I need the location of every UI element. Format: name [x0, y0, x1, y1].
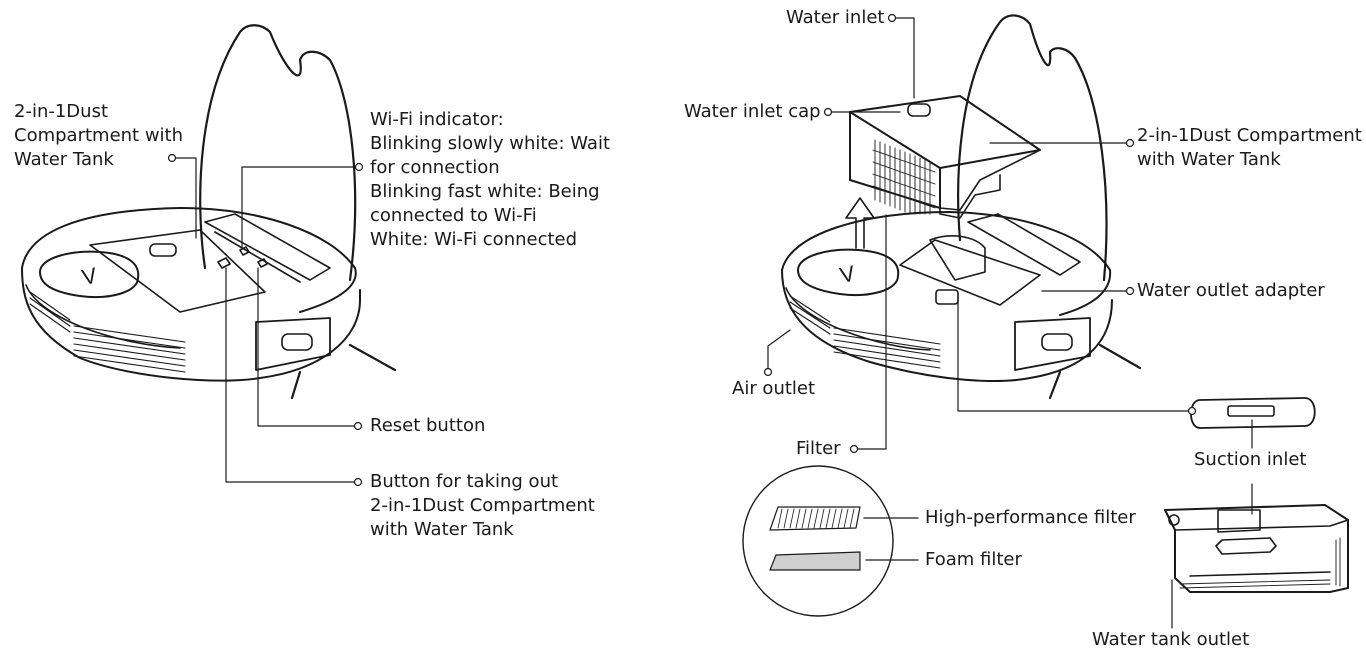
foam-filter-shape — [769, 551, 861, 571]
water-inlet-label: Water inlet — [786, 7, 885, 28]
right-leader-lines — [763, 13, 1253, 629]
right-robot-vents — [789, 295, 941, 369]
left-robot-vents — [29, 291, 186, 373]
left-robot-lid — [199, 24, 357, 282]
right-lifted-compartment — [849, 95, 1041, 219]
high-performance-filter-label: High-performance filter — [925, 507, 1136, 528]
right-compartment-label: 2-in-1Dust Compartment with Water Tank — [1137, 125, 1362, 170]
suction-inlet-part — [1190, 397, 1316, 429]
left-robot-laser-cover — [39, 250, 140, 298]
water-inlet-cap-label: Water inlet cap — [684, 101, 821, 122]
filter-detail-circle — [742, 465, 894, 617]
right-robot-laser-cover — [797, 248, 900, 296]
water-tank-part — [1164, 504, 1349, 593]
right-robot-lid — [957, 14, 1108, 282]
takeout-button-label: Button for taking out 2-in-1Dust Compart… — [370, 471, 595, 540]
filter-label: Filter — [796, 438, 841, 459]
left-robot-illustration — [21, 24, 397, 400]
high-performance-filter-shape — [769, 506, 861, 531]
reset-button-label: Reset button — [370, 415, 486, 436]
foam-filter-label: Foam filter — [925, 549, 1022, 570]
lift-arrow — [845, 197, 875, 249]
left-compartment-label: 2-in-1Dust Compartment with Water Tank — [14, 101, 184, 170]
air-outlet-label: Air outlet — [732, 378, 816, 399]
water-tank-outlet-label: Water tank outlet — [1092, 629, 1250, 650]
left-leader-lines — [167, 153, 364, 487]
wifi-indicator-label: Wi-Fi indicator: Blinking slowly white: … — [370, 109, 611, 250]
right-robot-logo: V — [838, 260, 858, 288]
left-robot-logo: V — [80, 262, 100, 290]
left-robot-body — [21, 267, 361, 382]
water-outlet-adapter-label: Water outlet adapter — [1137, 280, 1325, 301]
right-robot-illustration — [781, 14, 1142, 400]
suction-inlet-label: Suction inlet — [1194, 449, 1307, 470]
